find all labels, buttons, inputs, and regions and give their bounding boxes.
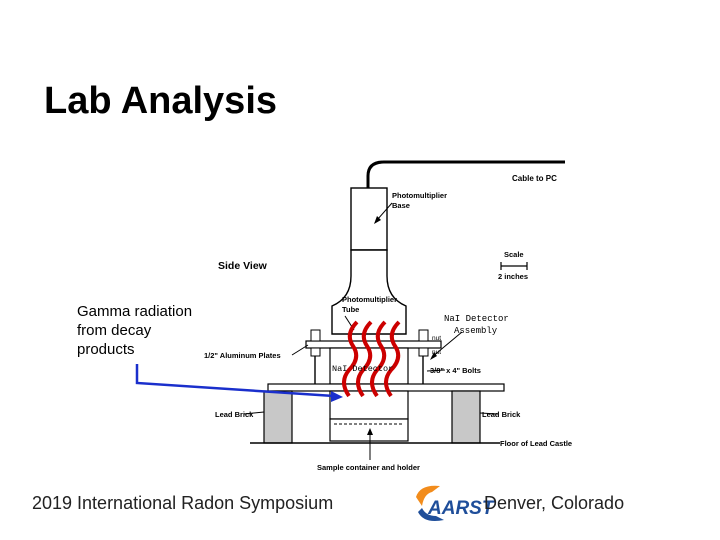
pointer-brick-left [243,411,265,415]
label-bolts: 3/8" x 4" Bolts [430,366,481,375]
nut-right-bottom [418,347,429,357]
pointer-assembly [431,331,463,358]
nut-left-top [310,329,321,342]
label-pm-base-2: Base [392,201,410,210]
logo-text: AARST [427,498,495,519]
logo-swoosh-lower [418,508,444,521]
callout-arrow [135,364,335,398]
gamma-wave-1 [342,320,359,398]
label-sample: Sample container and holder [317,463,420,472]
label-pm-base-1: Photomultiplier [392,191,447,200]
gamma-wave-4 [384,320,401,398]
cable-line [366,160,565,188]
pointer-assembly-head [430,352,437,360]
callout-line-3: products [77,341,135,358]
lead-brick-right [451,390,481,444]
logo-swoosh [416,485,440,506]
footer-location: Denver, Colorado [484,493,625,513]
label-cable: Cable to PC [512,174,557,183]
pointer-brick-right [479,412,499,415]
pointer-plates [291,344,309,356]
slide-title: Lab Analysis [44,80,278,122]
label-nut-top: nut [432,335,441,342]
callout-line-2: from decay [77,322,152,339]
top-plate [305,340,442,349]
label-nai-assembly-1: NaI Detector [444,314,509,324]
pm-base [350,187,388,251]
pointer-sample-head [367,428,373,435]
nut-left-bottom [310,347,321,357]
label-floor: Floor of Lead Castle [500,439,572,448]
gamma-wave-2 [356,320,373,398]
sample-container [329,418,409,442]
label-nai-detector: NaI Detector [332,364,393,374]
label-scale-value: 2 inches [498,272,528,281]
callout-line-1: Gamma radiation [77,303,193,320]
label-plates: 1/2" Aluminum Plates [204,351,281,360]
pointer-pm-base-head [374,216,381,224]
pointer-pm-base [376,202,393,221]
callout-arrow-head [331,391,343,402]
pointer-bolts [426,369,446,372]
label-pm-tube-2: Tube [342,305,359,314]
gamma-callout: Gamma radiation from decay products [77,302,227,359]
label-lead-brick-right: Lead Brick [482,410,521,419]
gamma-wave-3 [370,320,387,398]
pm-tube [331,249,407,335]
footer-symposium: 2019 International Radon Symposium [32,493,334,513]
label-side-view: Side View [218,260,268,272]
label-pm-tube-1: Photomultiplier [342,295,397,304]
label-scale: Scale [504,250,524,259]
label-nai-assembly-2: Assembly [454,326,498,336]
nut-right-top [418,329,429,342]
detector-housing [329,390,409,420]
label-nut-bottom: nut [432,349,441,356]
aarst-logo: AARST [416,485,495,521]
lead-brick-left [263,390,293,444]
label-lead-brick-left: Lead Brick [215,410,254,419]
